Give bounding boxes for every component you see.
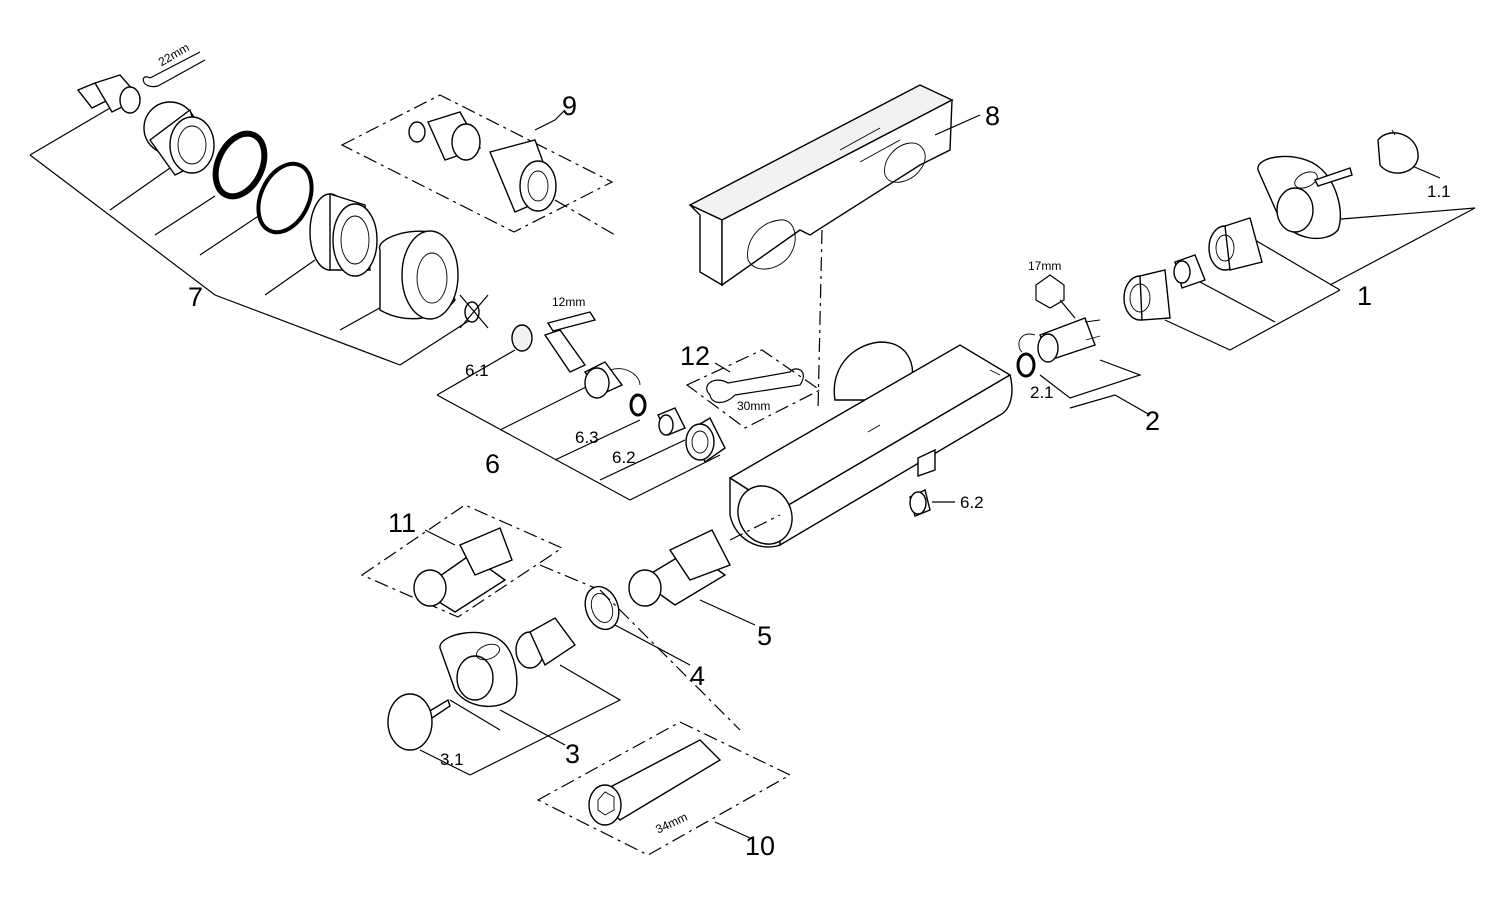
- group-2-cartridge: 17mm 2.1 2: [1016, 259, 1160, 436]
- o-ring-thick: [212, 130, 268, 200]
- hex-key-12mm-icon: 12mm: [543, 295, 597, 373]
- group-7-fittings: 22mm 7: [29, 40, 489, 366]
- group-9-box: 9: [340, 91, 616, 236]
- label-6: 6: [485, 449, 500, 479]
- group-11-box: 11: [360, 504, 601, 618]
- threaded-nipple: [76, 74, 142, 114]
- label-9: 9: [562, 91, 577, 121]
- check-valve: [583, 361, 641, 399]
- label-10: 10: [745, 831, 775, 861]
- label-4: 4: [690, 661, 705, 691]
- label-3-1: 3.1: [440, 750, 464, 769]
- flow-handle: [439, 631, 518, 708]
- union-nut: [685, 417, 726, 464]
- svg-text:17mm: 17mm: [1028, 259, 1061, 273]
- adapter-ring: [1123, 269, 1171, 321]
- label-6-2-bottom: 6.2: [960, 493, 984, 512]
- svg-text:22mm: 22mm: [156, 40, 192, 69]
- label-11: 11: [388, 508, 416, 538]
- label-1-1: 1.1: [1427, 182, 1451, 201]
- svg-text:30mm: 30mm: [737, 399, 770, 413]
- handle-cap-1-1: [1377, 129, 1419, 174]
- escutcheon-sleeve: [143, 101, 215, 176]
- label-6-3: 6.3: [575, 428, 599, 447]
- reducer-6-2: [657, 407, 686, 436]
- group-1-handle: 1.1 1: [1123, 129, 1476, 351]
- filter-washer: [511, 324, 533, 352]
- group-10-box: 34mm 10: [536, 589, 792, 861]
- spindle-nut: [1173, 254, 1206, 289]
- handle-adapter: [515, 617, 577, 669]
- svg-text:34mm: 34mm: [653, 810, 689, 837]
- label-5: 5: [757, 621, 772, 651]
- label-6-2: 6.2: [612, 448, 636, 467]
- thermostat-body: [728, 341, 1013, 548]
- label-3: 3: [565, 739, 580, 769]
- crossed-out-washer: [459, 294, 489, 329]
- group-6-fittings: 12mm 6.1 6.3 6.2 6: [436, 295, 726, 501]
- group-3-handle: 3.1 3: [387, 617, 622, 776]
- label-2: 2: [1145, 406, 1160, 436]
- svg-text:12mm: 12mm: [552, 295, 585, 309]
- group-12-box: 30mm 12: [680, 341, 822, 429]
- handle-insert: [1208, 217, 1263, 271]
- group-4-ring: 4: [584, 585, 705, 691]
- group-8-wall-plate: 8: [688, 84, 1000, 411]
- o-ring-6-3: [629, 393, 647, 417]
- label-6-1: 6.1: [465, 361, 489, 380]
- temperature-handle: [1257, 155, 1341, 240]
- label-8: 8: [985, 101, 1000, 131]
- threaded-nut: [309, 193, 378, 277]
- label-7: 7: [188, 282, 203, 312]
- cover-cap: [378, 230, 459, 320]
- label-2-1: 2.1: [1030, 383, 1054, 402]
- label-12: 12: [680, 341, 710, 371]
- label-1: 1: [1357, 281, 1372, 311]
- reducer-6-2-bottom: 6.2: [909, 489, 984, 517]
- wrench-22mm-icon: 22mm: [142, 40, 206, 88]
- o-ring-thin: [256, 161, 314, 235]
- group-5-cartridge: 5: [628, 514, 781, 651]
- handle-cap-3-1: [387, 693, 433, 751]
- handle-screw: [1314, 167, 1353, 187]
- o-ring-2-1: [1016, 352, 1036, 378]
